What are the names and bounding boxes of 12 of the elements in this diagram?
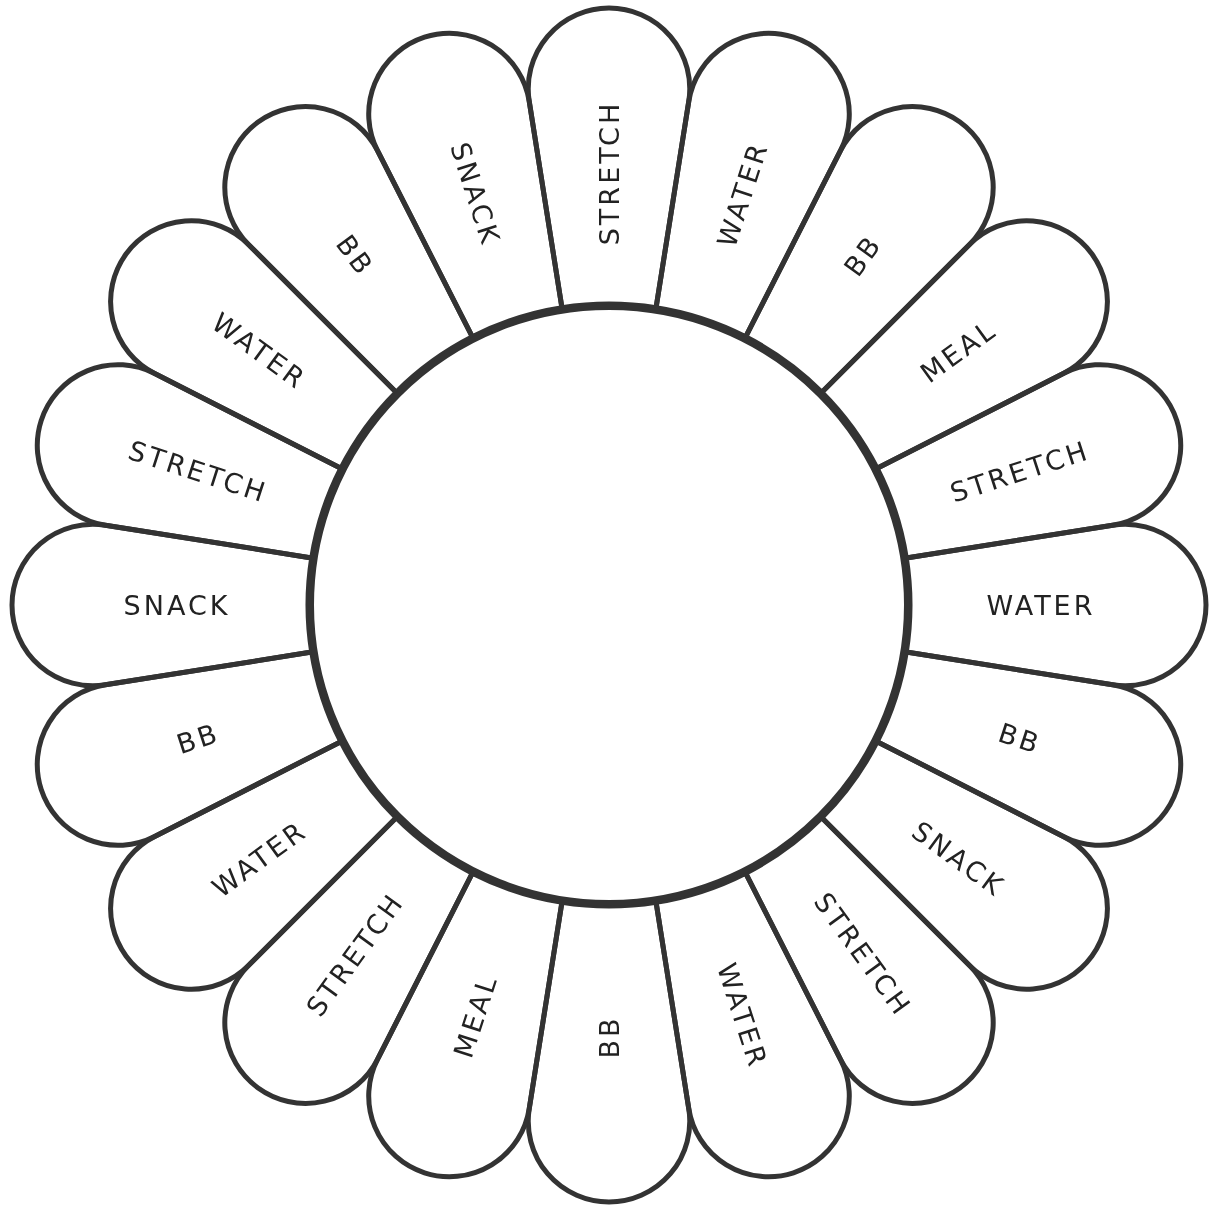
petal-label: BB — [994, 717, 1046, 760]
petal-label: WATER — [986, 589, 1096, 621]
petal-label: SNACK — [123, 589, 231, 621]
petal-label: BB — [172, 717, 224, 760]
petal — [525, 899, 693, 1205]
petal-label: STRETCH — [593, 100, 625, 246]
petal — [9, 521, 315, 689]
petal-label: BB — [329, 229, 381, 283]
petal-label: BB — [837, 229, 889, 283]
petal — [903, 521, 1209, 689]
petal-label: BB — [593, 1015, 625, 1059]
petal-label: MEAL — [447, 970, 504, 1062]
